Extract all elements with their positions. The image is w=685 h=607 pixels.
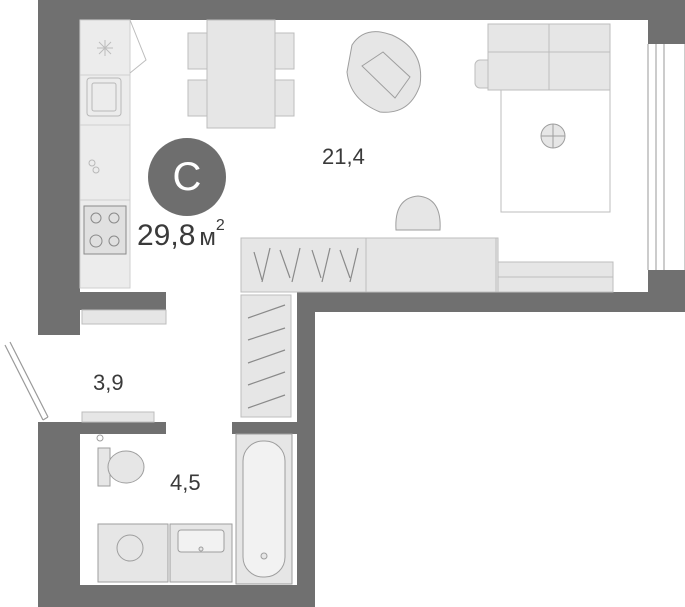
main-room-area: 21,4 [322, 144, 365, 169]
cooktop-icon [83, 205, 127, 255]
left-wall-lower [38, 422, 80, 607]
apartment-type-badge: С [148, 138, 226, 216]
hall-hangers [247, 304, 286, 409]
total-area-power: 2 [215, 217, 225, 234]
bathroom-area: 4,5 [170, 470, 201, 495]
kitchen-partition [80, 292, 166, 310]
toilet [97, 447, 145, 487]
valve-icon [96, 434, 104, 442]
top-wall [38, 0, 685, 20]
sink-icon [86, 77, 122, 117]
hall-area: 3,9 [93, 370, 124, 395]
wardrobe-row [240, 237, 614, 293]
bed [474, 23, 611, 213]
window [647, 44, 685, 270]
fridge-icon [97, 19, 147, 74]
bottom-wall [38, 585, 315, 607]
floor-lamp-icon [540, 123, 566, 149]
bath-niche-wall [232, 422, 297, 434]
shoe-rack [81, 309, 167, 423]
entrance-door [4, 341, 49, 421]
bathroom-top-wall [80, 422, 166, 434]
right-wall-top-pier [648, 0, 685, 44]
corridor-wall [297, 292, 685, 312]
apartment-type-letter: С [172, 154, 202, 199]
hall-wardrobe [240, 294, 292, 418]
total-area-value: 29,8 [137, 219, 196, 252]
dining-table [187, 19, 295, 129]
walls [38, 0, 685, 607]
washbasin [169, 523, 233, 583]
armchair [346, 31, 422, 113]
total-area-unit: м [199, 224, 216, 251]
bathroom-right-wall [297, 292, 315, 607]
washing-machine [97, 523, 169, 583]
hangers [253, 247, 359, 283]
left-wall-upper [38, 0, 80, 335]
bathtub [235, 433, 293, 585]
faucet-icon [88, 159, 100, 174]
